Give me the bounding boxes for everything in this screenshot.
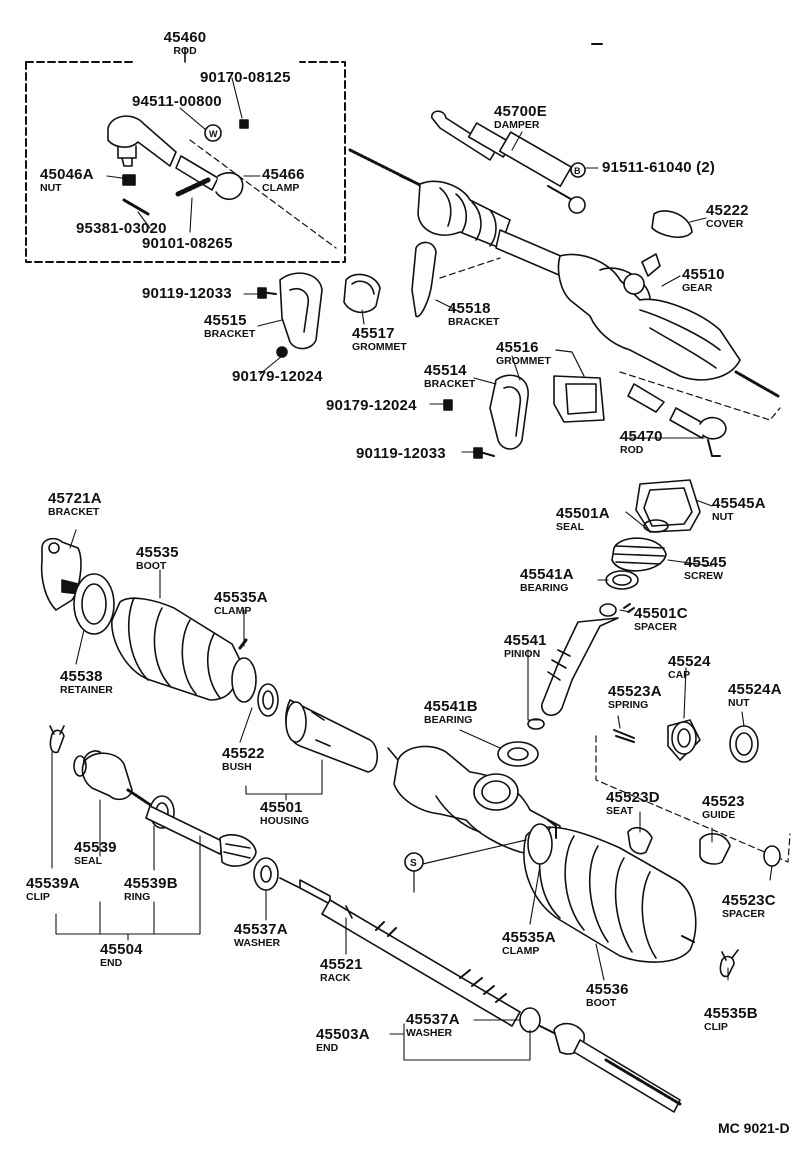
pinion-stack: [497, 479, 701, 767]
callout-90179-12024-b: 90179-12024: [326, 397, 417, 414]
boot-45535: [111, 597, 279, 717]
callout-90101-08265: 90101-08265: [142, 235, 233, 252]
damper: B: [431, 110, 586, 214]
bolt-symbol: B: [574, 166, 581, 176]
callout-94511-00800: 94511-00800: [132, 93, 222, 110]
boot-45536: S: [404, 819, 697, 963]
callout-90119-12033-a: 90119-12033: [142, 285, 232, 302]
callout-90179-12024-a: 90179-12024: [232, 368, 323, 385]
gear-assembly-top: [348, 148, 781, 421]
clip-45535b: [719, 949, 739, 978]
rack: [299, 879, 521, 1027]
brackets-top: [257, 241, 605, 459]
housing-tube: [285, 699, 561, 861]
callout-90170-08125: 90170-08125: [200, 69, 291, 86]
rack-end-45503a: [519, 1007, 682, 1113]
leader-lines: [51, 77, 773, 1061]
washer-symbol: W: [209, 129, 218, 139]
callout-91511-61040: 91511-61040 (2): [602, 159, 716, 176]
adjusting-cap-group: [595, 719, 791, 867]
rod-assembly-frame: [25, 47, 346, 263]
tie-rod-end-left: W: [107, 115, 337, 249]
tie-rod-end-45504: [49, 725, 321, 899]
diagram-code: MC 9021-D: [718, 1120, 790, 1136]
callout-90119-12033-b: 90119-12033: [356, 445, 446, 462]
sealant-symbol: S: [410, 858, 417, 869]
callout-95381-03020: 95381-03020: [76, 220, 167, 237]
bracket-45721a: [40, 537, 115, 635]
